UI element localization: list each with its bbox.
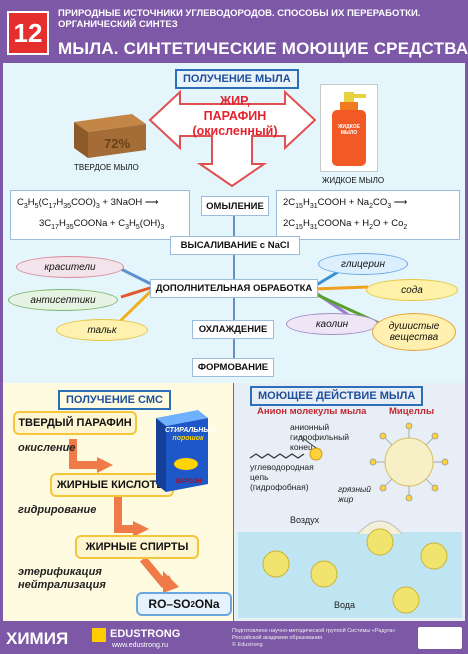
- soap-section-label: ПОЛУЧЕНИЕ МЫЛА: [175, 69, 299, 89]
- left-eq-line-1: C3H5(C17H35COO)3 + 3NaOH ⟶: [17, 197, 159, 210]
- tail-label-3: (гидрофобная): [250, 482, 309, 492]
- micelles-in-water: [262, 520, 448, 614]
- right-saponification-equation: 2C15H31COOH + Na2CO3 ⟶ 2C15H31COONa + H2…: [276, 190, 460, 240]
- head-label-1: анионный: [290, 422, 330, 432]
- footer-brand: ХИМИЯ: [6, 629, 69, 648]
- sms-note-esterification: этерификация: [18, 566, 102, 578]
- head-label-3: конец: [290, 442, 313, 452]
- head-label: анионный гидрофильный конец: [290, 422, 349, 452]
- sms-note-oxidation: окисление: [18, 442, 76, 454]
- fine-2: Российской академии образования: [232, 635, 323, 641]
- soap-bar-print: 72%: [104, 136, 130, 151]
- additive-talc: тальк: [56, 319, 148, 341]
- dirt-label: грязный жир: [338, 484, 371, 504]
- source-line-1: ЖИР,: [219, 94, 251, 108]
- step-cooling: ОХЛАЖДЕНИЕ: [192, 320, 274, 339]
- anion-label: Анион молекулы мыла: [257, 406, 367, 417]
- sms-flow-arrows: [69, 439, 179, 593]
- school-logo-icon: [418, 627, 462, 649]
- anion-chain: [249, 453, 305, 459]
- footer-fine-print: Подготовлено научно-методической группой…: [232, 628, 402, 649]
- header: 12 ПРИРОДНЫЕ ИСТОЧНИКИ УГЛЕВОДОРОДОВ. СП…: [3, 3, 468, 63]
- air-region: [238, 512, 462, 532]
- anion-head: [309, 447, 323, 461]
- additive-kaolin: каолин: [286, 313, 378, 335]
- air-label: Воздух: [290, 515, 320, 525]
- footer-website: www.edustrong.ru: [112, 642, 169, 649]
- source-fat-paraffin: ЖИР, ПАРАФИН (окисленный): [190, 94, 280, 139]
- fine-3: © Edustrong: [232, 642, 263, 648]
- additive-antiseptics: антисептики: [8, 289, 118, 311]
- additive-glycerin: глицерин: [318, 253, 408, 275]
- detergent-box-title: СТИРАЛЬНЫЙ порошок: [165, 427, 216, 443]
- dirt-label-1: грязный: [338, 484, 371, 494]
- sms-note-neutralization: нейтрализация: [18, 579, 106, 591]
- right-eq-line-1: 2C15H31COOH + Na2CO3 ⟶: [283, 197, 408, 210]
- detergent-line-2: порошок: [172, 435, 204, 442]
- water-label: Вода: [334, 600, 356, 610]
- sms-section-label: ПОЛУЧЕНИЕ СМС: [58, 390, 171, 410]
- micelle-label: Мицеллы: [389, 406, 435, 417]
- soap-molecule-and-micelle: [249, 422, 449, 502]
- tail-label: углеводородная цепь (гидрофобная): [250, 462, 314, 492]
- head-label-2: гидрофильный: [290, 432, 349, 442]
- detergent-line-1: СТИРАЛЬНЫЙ: [165, 427, 216, 434]
- left-eq-line-2: 3C17H35COONa + C3H5(OH)3: [39, 217, 165, 231]
- sms-step-fatty-alcohols: ЖИРНЫЕ СПИРТЫ: [75, 535, 199, 559]
- source-split-arrow: [148, 89, 317, 188]
- detergent-box: [156, 410, 208, 492]
- step-molding: ФОРМОВАНИЕ: [192, 358, 274, 377]
- step-salting-out: ВЫСАЛИВАНИЕ с NaCl: [170, 236, 300, 255]
- additive-fragrances: душистые вещества: [372, 313, 456, 351]
- page-title: МЫЛА. СИНТЕТИЧЕСКИЕ МОЮЩИЕ СРЕДСТВА: [58, 39, 468, 58]
- micelle-heads: [369, 422, 449, 502]
- solid-soap-caption: ТВЕРДОЕ МЫЛО: [74, 163, 139, 172]
- right-eq-line-2: 2C15H31COONa + H2O + Co2: [283, 217, 408, 231]
- sms-step-fatty-acids: ЖИРНЫЕ КИСЛОТЫ: [50, 473, 174, 497]
- micelle-core: [384, 437, 434, 487]
- left-saponification-equation: C3H5(C17H35COO)3 + 3NaOH ⟶ 3C17H35COONa …: [10, 190, 190, 240]
- source-line-3: (окисленный): [192, 124, 278, 138]
- footer: ХИМИЯ EDUSTRONG www.edustrong.ru Подгото…: [0, 623, 468, 654]
- step-additional-treatment: ДОПОЛНИТЕЛЬНАЯ ОБРАБОТКА: [150, 279, 318, 298]
- sms-step-solid-paraffin: ТВЕРДЫЙ ПАРАФИН: [13, 411, 137, 435]
- solid-soap-bar: 72%: [74, 114, 146, 158]
- dirt-label-2: жир: [338, 494, 354, 504]
- topic-subtitle: ПРИРОДНЫЕ ИСТОЧНИКИ УГЛЕВОДОРОДОВ. СПОСО…: [58, 8, 421, 30]
- step-saponification: ОМЫЛЕНИЕ: [201, 196, 269, 216]
- publisher-logo-icon: [92, 628, 106, 642]
- footer-publisher: EDUSTRONG: [110, 628, 181, 640]
- fine-1: Подготовлено научно-методической группой…: [232, 628, 396, 634]
- liquid-soap-caption: ЖИДКОЕ МЫЛО: [322, 176, 385, 185]
- sms-note-hydrogenation: гидрирование: [18, 504, 97, 516]
- tail-label-1: углеводородная: [250, 462, 314, 472]
- action-section-label: МОЮЩЕЕ ДЕЙСТВИЕ МЫЛА: [250, 386, 424, 406]
- detergent-brand: ВАРСОН: [176, 479, 202, 485]
- bottle-label: ЖИДКОЕ МЫЛО: [338, 124, 360, 136]
- additive-soda: сода: [366, 279, 458, 301]
- additive-dyes: красители: [16, 256, 124, 278]
- tail-label-2: цепь: [250, 472, 269, 482]
- topic-number: 12: [7, 11, 49, 55]
- source-line-2: ПАРАФИН: [203, 109, 267, 123]
- liquid-soap-bottle: [332, 92, 366, 166]
